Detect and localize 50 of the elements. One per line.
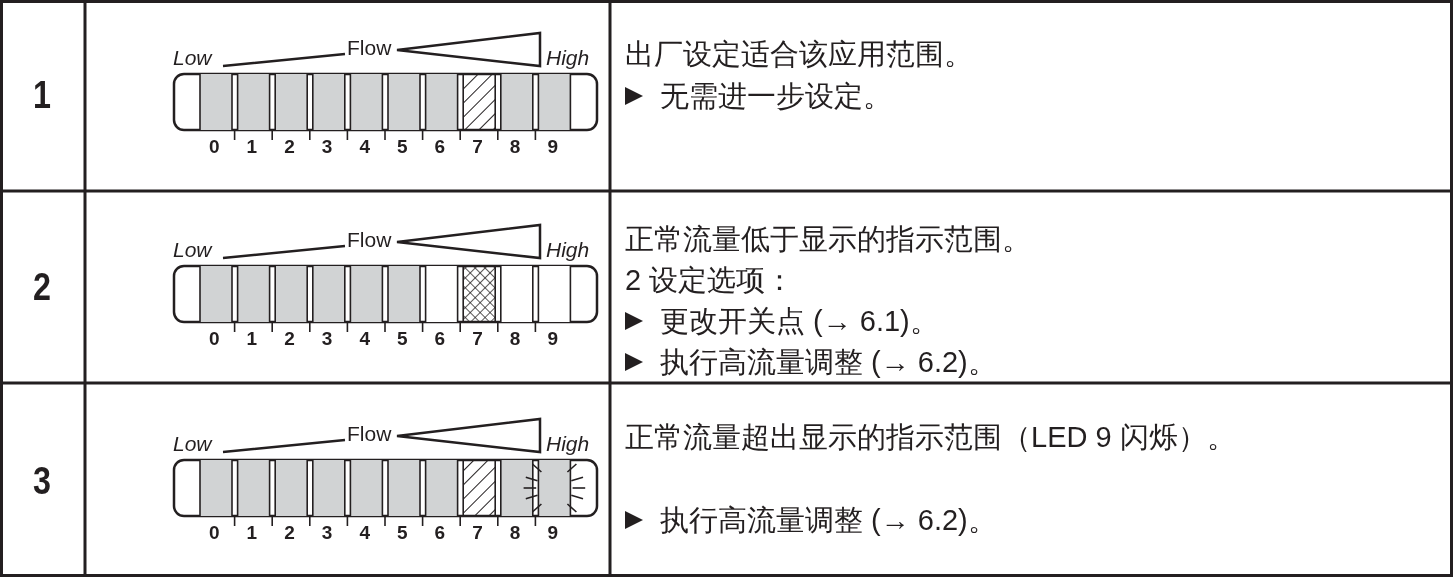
- scale-label: Flow: [347, 423, 392, 444]
- scale-label: High: [546, 239, 590, 260]
- led-number: 6: [434, 329, 446, 348]
- led-number: 7: [472, 329, 483, 348]
- note-text: 2 设定选项：: [625, 266, 795, 295]
- scale-label: Low: [173, 47, 212, 68]
- note-text: 出厂设定适合该应用范围。: [625, 40, 973, 69]
- led-number: 4: [359, 329, 370, 348]
- note-text: 正常流量超出显示的指示范围（LED 9 闪烁）。: [625, 420, 1237, 455]
- led-number: 9: [547, 523, 558, 542]
- note-text: 更改开关点 (→ 6.1)。: [660, 307, 939, 336]
- led-number: 2: [284, 137, 295, 156]
- led-number: 3: [321, 137, 333, 156]
- led-number: 0: [209, 329, 220, 348]
- row-number: 3: [33, 462, 51, 500]
- led-number: 6: [434, 137, 446, 156]
- scale-label: Flow: [347, 229, 392, 250]
- led-number: 1: [246, 523, 258, 542]
- led-number: 8: [509, 137, 521, 156]
- led-number: 5: [397, 523, 408, 542]
- led-number: 8: [509, 523, 521, 542]
- led-number: 2: [284, 523, 295, 542]
- led-number: 9: [547, 137, 558, 156]
- led-number: 5: [397, 137, 408, 156]
- scale-label: High: [546, 47, 590, 68]
- led-number: 0: [209, 523, 220, 542]
- scale-label: Flow: [347, 37, 392, 58]
- row-number: 1: [33, 76, 51, 114]
- led-number: 7: [472, 523, 483, 542]
- led-number: 4: [359, 523, 370, 542]
- led-number: 2: [284, 329, 295, 348]
- scale-label: Low: [173, 239, 212, 260]
- led-number: 6: [434, 523, 446, 542]
- row-number: 2: [33, 268, 51, 306]
- led-number: 1: [246, 329, 258, 348]
- note-text: 执行高流量调整 (→ 6.2)。: [660, 506, 997, 535]
- scale-label: Low: [173, 433, 212, 454]
- led-number: 9: [547, 329, 558, 348]
- led-number: 8: [509, 329, 521, 348]
- scale-label: High: [546, 433, 590, 454]
- led-number: 0: [209, 137, 220, 156]
- note-text: 正常流量低于显示的指示范围。: [625, 225, 1031, 254]
- led-number: 1: [246, 137, 258, 156]
- led-number: 4: [359, 137, 370, 156]
- led-number: 7: [472, 137, 483, 156]
- led-number: 3: [321, 523, 333, 542]
- led-number: 5: [397, 329, 408, 348]
- note-text: 无需进一步设定。: [660, 82, 892, 111]
- led-number: 3: [321, 329, 333, 348]
- note-text: 执行高流量调整 (→ 6.2)。: [660, 348, 997, 377]
